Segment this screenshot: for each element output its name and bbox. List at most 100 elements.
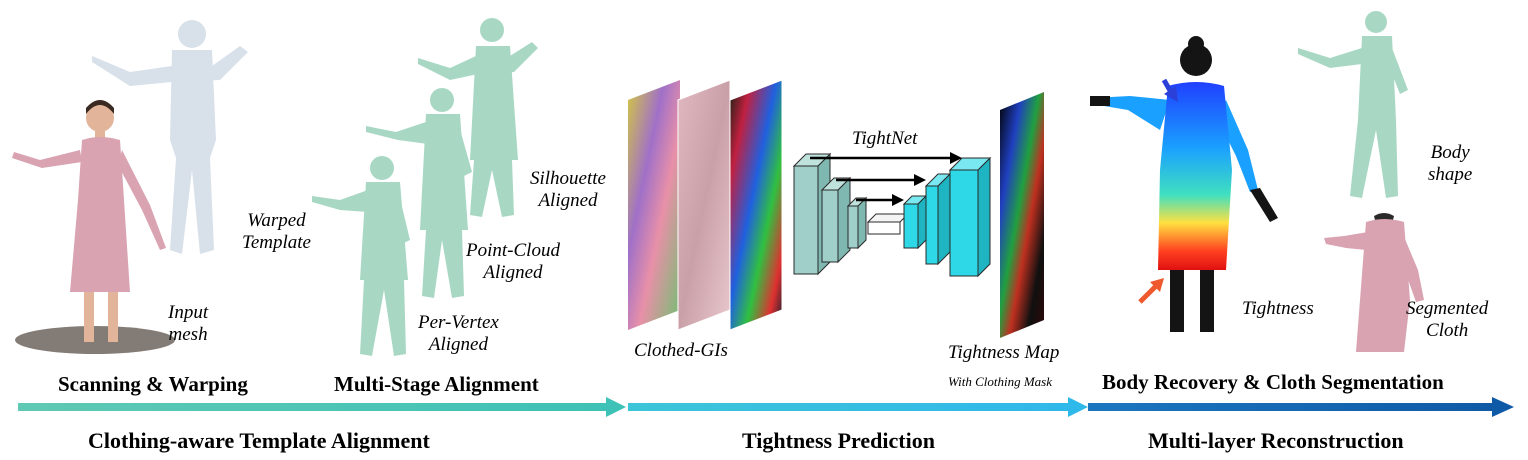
dec-block-1 [903,203,919,249]
hand-left [1090,96,1110,106]
warped-template-figure [92,20,248,254]
torso [170,50,216,158]
skip-arrow-1-head [950,152,962,164]
segmented-cloth-line-2: Cloth [1426,320,1469,341]
head [1365,11,1387,33]
loose-marker-arrow [1161,78,1178,102]
arm-left [12,150,82,168]
dress-body [1356,219,1410,352]
gi-layer-3 [729,79,783,331]
tightness-map-label: Tightness Map [948,342,1060,363]
dec-block-2-side [937,172,951,266]
skip-connections [810,152,962,206]
body-shape-label: Body shape [1428,142,1472,186]
head [86,104,114,132]
gi-layer-1 [628,80,680,330]
tight-marker-arrow [1138,278,1164,304]
neck [95,130,105,140]
silhouette-line-2: Aligned [538,190,598,211]
head [178,20,206,48]
dress [470,46,518,160]
input-mesh-line-1: Input [168,302,209,323]
phase-3-bar [1088,403,1494,411]
legs [360,280,406,356]
tightness-body-figure [1090,36,1278,332]
floor-shadow [15,326,175,354]
input-mesh-line-2: mesh [168,324,208,345]
point-cloud-aligned-figure [366,88,472,298]
dec-block-2 [925,185,939,265]
warped-template-line-1: Warped [247,210,306,231]
point-cloud-aligned-label: Point-Cloud Aligned [466,240,560,284]
segmented-cloth-label: Segmented Cloth [1406,298,1488,342]
body-shape-figure [1298,11,1408,198]
legs [1350,120,1398,198]
body-shape-line-2: shape [1428,164,1473,185]
body-shape-line-1: Body [1430,142,1470,163]
tightness-label: Tightness [1242,298,1314,319]
bottleneck-top [866,213,910,223]
head [480,18,504,42]
scanning-warping-title: Scanning & Warping [58,372,248,396]
per-vertex-line-1: Per-Vertex [418,312,499,333]
phase-1-bar [18,403,608,411]
dec-block-3-top [948,157,992,171]
body-recovery-title: Body Recovery & Cloth Segmentation [1102,370,1444,394]
clothed-gis-stack [628,79,783,331]
phase-2-head [1068,397,1088,417]
hair-bun [1188,36,1204,52]
legs [422,230,464,298]
enc-block-1 [793,165,819,275]
phase-2-bar [628,403,1070,411]
warped-template-label: Warped Template [242,210,311,254]
input-mesh-label: Input mesh [168,302,208,346]
phase-1-head [606,397,626,417]
legs [470,160,514,217]
per-vertex-line-2: Aligned [428,334,488,355]
bottleneck [867,221,901,235]
enc-block-2 [821,189,839,263]
dress [420,114,468,230]
phase-arrows [18,397,1514,417]
template-alignment-phase-title: Clothing-aware Template Alignment [88,428,430,453]
dress-heat [1158,82,1232,270]
phase-3-head [1492,397,1514,417]
arms [92,46,248,86]
tightnet-label: TightNet [852,128,918,149]
gi-layer-2 [677,79,731,331]
dress [70,137,130,292]
clothed-gis-label: Clothed-GIs [634,340,728,361]
per-vertex-aligned-figure [312,156,410,356]
per-vertex-aligned-label: Per-Vertex Aligned [418,312,499,356]
torso [1358,36,1396,120]
point-cloud-line-2: Aligned [483,262,543,283]
leg-left [1170,270,1184,332]
segmented-cloth-line-1: Segmented [1406,298,1489,319]
leg-right [108,292,118,342]
segmented-cloth-figure [1324,213,1424,352]
sleeve-left [1324,232,1368,250]
head [370,156,394,180]
arm-left [1092,96,1170,130]
silhouette-line-1: Silhouette [530,168,606,189]
head [1180,44,1212,76]
skip-arrow-3-head [892,194,904,206]
hand-right [1250,188,1278,222]
leg-left [84,292,94,342]
leg-right [1200,270,1214,332]
silhouette-aligned-figure [418,18,538,217]
tightnet-unet [792,152,992,278]
skip-arrow-2-head [914,174,926,186]
dec-block-3-side [977,156,991,278]
silhouette-aligned-label: Silhouette Aligned [530,168,606,212]
point-cloud-line-1: Point-Cloud [466,240,560,261]
clothing-mask-label: With Clothing Mask [948,374,1052,389]
arm-right [118,150,166,250]
dec-block-1-side [917,194,927,250]
legs [170,158,214,254]
tightness-prediction-phase-title: Tightness Prediction [742,428,935,453]
multilayer-reconstruction-phase-title: Multi-layer Reconstruction [1148,428,1404,453]
enc-block-3 [847,205,859,249]
